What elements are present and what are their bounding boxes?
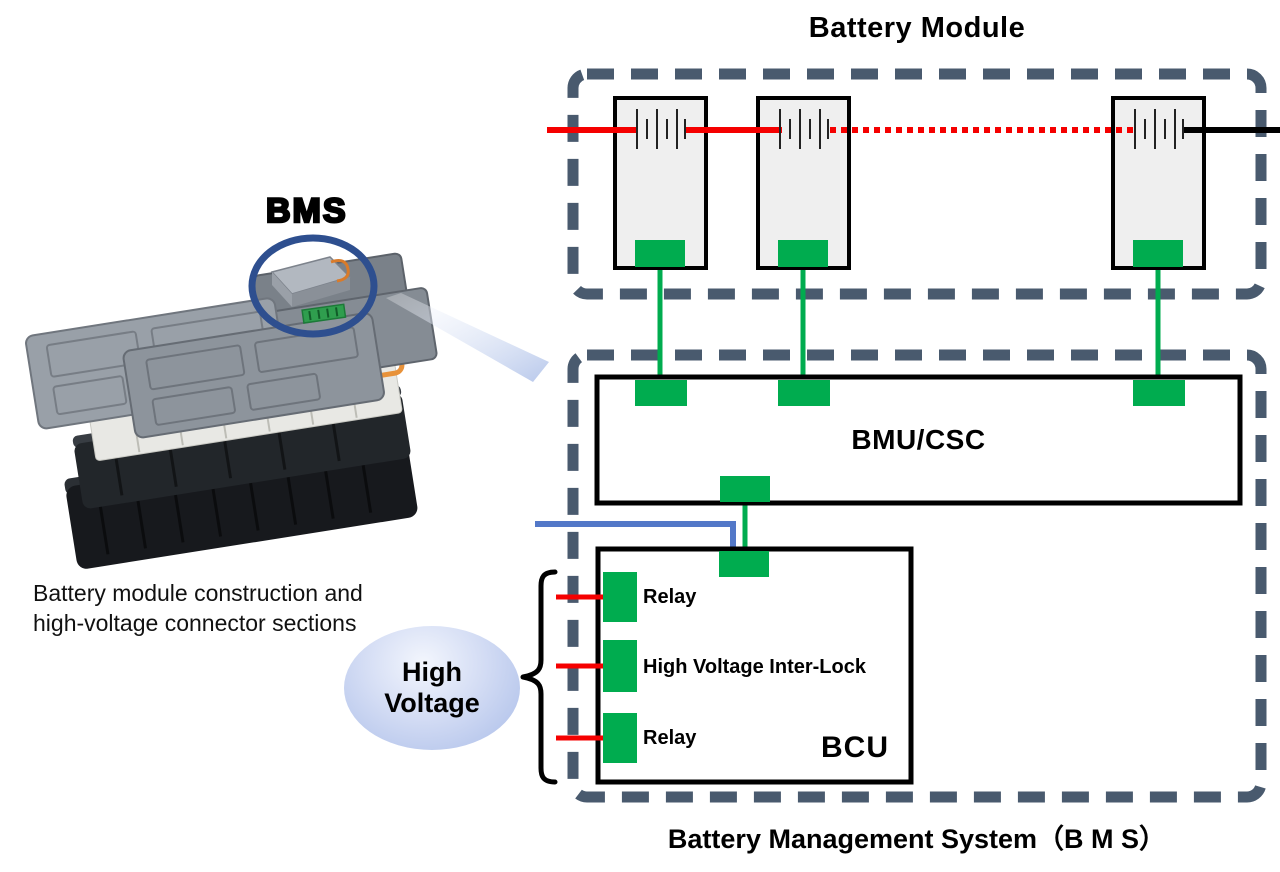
green-connectors — [603, 240, 1185, 763]
photo-caption: Battery module construction and high-vol… — [33, 578, 473, 638]
callout-beam — [386, 293, 549, 382]
high-voltage-line2: Voltage — [384, 688, 480, 718]
high-voltage-bubble: High Voltage — [344, 626, 520, 750]
hvil-connector — [603, 640, 637, 692]
bmu-connector-3 — [1133, 380, 1185, 406]
photo-caption-line1: Battery module construction and — [33, 580, 363, 606]
bms-highlight-circle — [248, 234, 378, 338]
battery-symbol-2 — [779, 109, 829, 149]
battery-symbol-1 — [636, 109, 686, 149]
bms-box — [567, 349, 1267, 803]
battery-module-title: Battery Module — [808, 12, 1026, 44]
battery-symbols — [636, 109, 1184, 149]
cell2-connector — [778, 240, 828, 267]
bmu-connector-1 — [635, 380, 687, 406]
bcu-box — [595, 546, 914, 785]
bmu-csc-box — [594, 374, 1243, 506]
bms-unit-photo — [270, 256, 352, 324]
high-voltage-line1: High — [402, 657, 462, 687]
bcu-label: BCU — [821, 731, 889, 764]
relay-label-1: Relay — [643, 585, 697, 608]
bmu-bottom-connector — [720, 476, 770, 502]
high-voltage-brace — [520, 569, 558, 785]
orange-wire — [330, 259, 350, 283]
pcb-board — [301, 303, 347, 324]
dashed-borders — [567, 68, 1267, 803]
bcu-top-connector — [719, 551, 769, 577]
hv-red-wires — [547, 127, 1135, 741]
hvil-label: High Voltage Inter-Lock — [643, 655, 866, 678]
battery-cell-2 — [756, 96, 851, 270]
relay1-connector — [603, 572, 637, 622]
relay-label-2: Relay — [643, 726, 697, 749]
bmu-connector-2 — [778, 380, 830, 406]
relay2-connector — [603, 713, 637, 763]
battery-cell-1 — [613, 96, 708, 270]
battery-cell-3 — [1111, 96, 1206, 270]
photo-caption-line2: high-voltage connector sections — [33, 610, 357, 636]
battery-cells — [613, 96, 1206, 270]
cell3-connector — [1133, 240, 1183, 267]
battery-symbol-3 — [1134, 109, 1184, 149]
battery-module-box — [567, 68, 1267, 300]
blue-wire — [535, 521, 736, 551]
bmu-csc-label: BMU/CSC — [851, 424, 986, 455]
bms-photo-label: BMS — [265, 191, 348, 232]
cell1-connector — [635, 240, 685, 267]
bms-system-title: Battery Management System（B M S） — [667, 824, 1167, 854]
battery-pack-photo — [25, 252, 438, 569]
green-wires — [657, 264, 1161, 556]
